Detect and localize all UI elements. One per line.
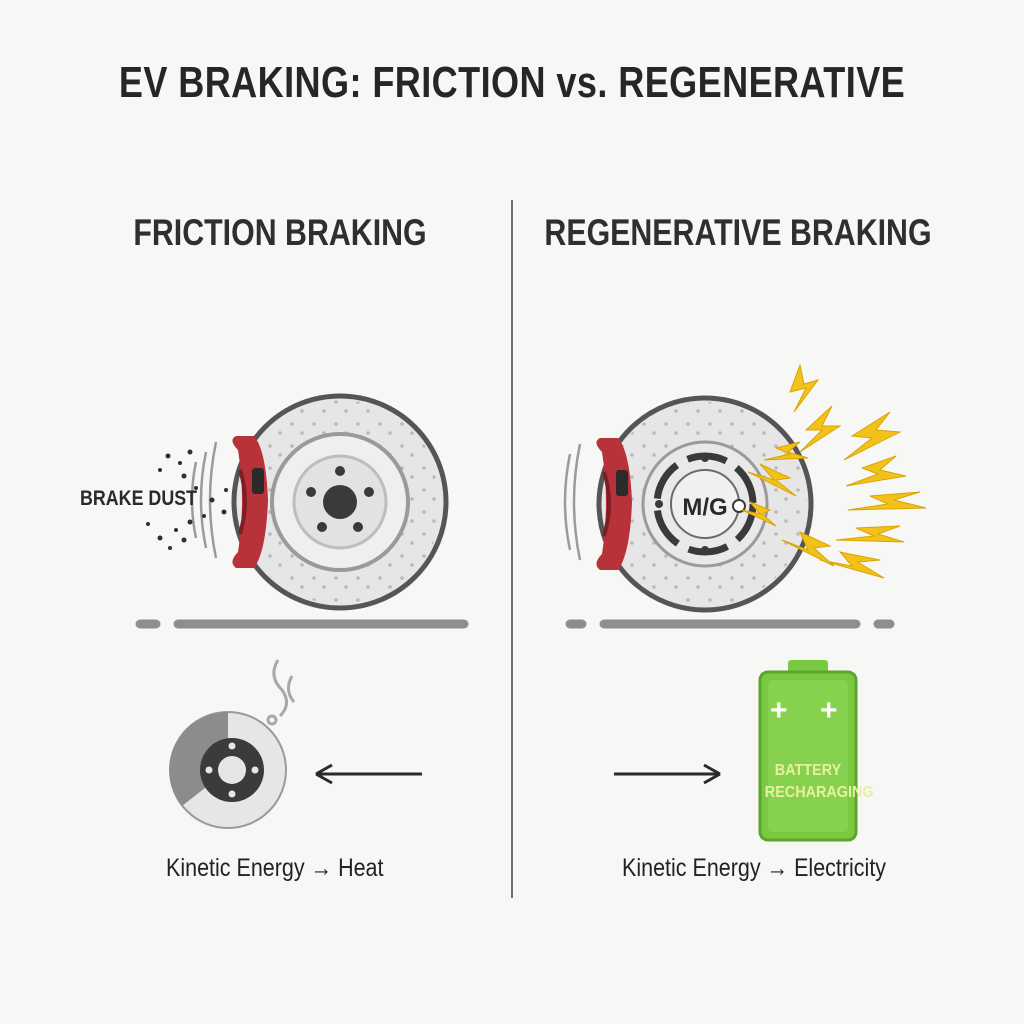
regen-motion-lines-icon: [563, 443, 582, 561]
diagram-title: EV BRAKING: FRICTION vs. REGENERATIVE: [118, 58, 906, 107]
regenerative-braking-heading: REGENERATIVE BRAKING: [544, 212, 932, 253]
brake-caliper-icon: [232, 436, 268, 568]
brake-dust-particles-icon: [146, 449, 228, 550]
battery-plus-left: +: [770, 694, 788, 727]
center-divider: [511, 200, 513, 898]
friction-braking-heading: FRICTION BRAKING: [133, 212, 427, 253]
friction-caption: Kinetic Energy → Heat: [166, 854, 384, 882]
friction-brake-disc-icon: [231, 393, 449, 611]
battery-plus-right: +: [820, 694, 838, 727]
heat-disc-icon: [169, 711, 287, 829]
arrow-left-icon: [315, 763, 422, 785]
battery-line1: BATTERY: [774, 762, 842, 779]
battery-line2: RECHARAGING: [764, 784, 874, 801]
regen-brake-disc-icon: [596, 395, 814, 613]
regen-caption: Kinetic Energy → Electricity: [622, 854, 887, 882]
motor-generator-label: M/G: [682, 494, 728, 521]
battery-icon: [758, 660, 858, 842]
brake-dust-label: BRAKE DUST: [80, 487, 198, 510]
heat-steam-icon: [266, 659, 296, 726]
battery-text: BATTERY RECHARAGING: [764, 760, 874, 804]
regen-caliper-icon: [596, 438, 632, 570]
arrow-right-icon: [614, 763, 721, 785]
electric-spark-icon: [741, 363, 927, 579]
